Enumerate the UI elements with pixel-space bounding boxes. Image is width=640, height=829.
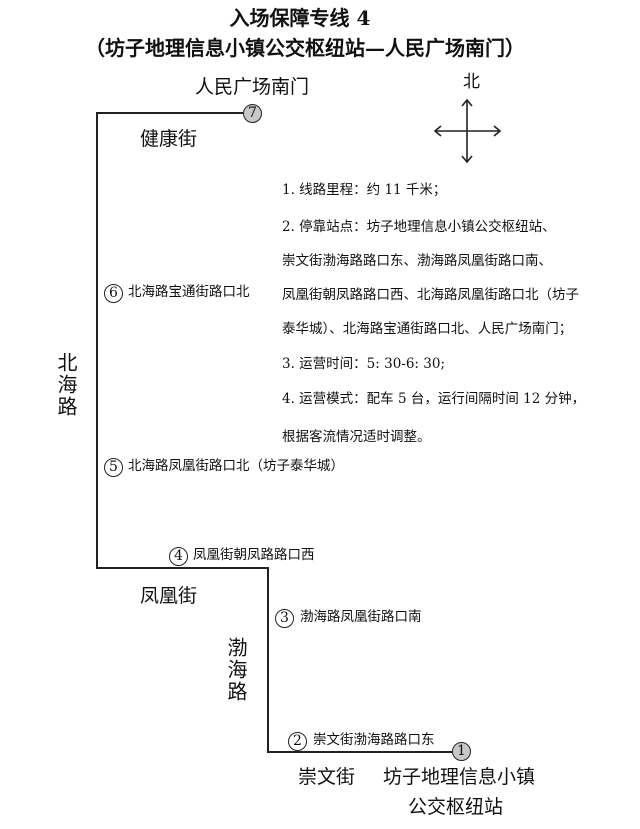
stop-3-label: 渤海路凤凰街路口南: [300, 609, 422, 625]
stop-1-marker: 1: [452, 742, 471, 761]
info-line: 根据客流情况适时调整。: [282, 429, 431, 445]
street-jiankang: 健康街: [140, 128, 198, 150]
info-line: 3. 运营时间：5: 30-6: 30;: [282, 356, 445, 372]
title-line2: （坊子地理信息小镇公交枢纽站—人民广场南门）: [85, 36, 525, 60]
stop-5-marker: 5: [104, 458, 123, 477]
stop-3-marker: 3: [275, 609, 294, 628]
north-label: 北: [463, 72, 480, 92]
stop-4-label: 凤凰街朝凤路路口西: [193, 547, 315, 563]
street-beihai: 北海路: [54, 352, 78, 418]
info-line: 4. 运营模式：配车 5 台，运行间隔时间 12 分钟，: [282, 391, 586, 407]
stop-6-marker: 6: [104, 284, 123, 303]
route-path: [96, 112, 452, 753]
stop-7-marker: 7: [243, 104, 262, 123]
stop-6-label: 北海路宝通街路口北: [128, 284, 250, 300]
stop-2-marker: 2: [288, 732, 307, 751]
stop-5-label: 北海路凤凰街路口北（坊子泰华城）: [128, 458, 344, 474]
terminal-start-line2: 公交枢纽站: [408, 796, 504, 818]
stop-4-marker: 4: [169, 547, 188, 566]
info-line: 2. 停靠站点：坊子地理信息小镇公交枢纽站、: [282, 219, 556, 235]
info-line: 崇文街渤海路路口东、渤海路凤凰街路口南、: [282, 253, 552, 269]
info-line: 泰华城）、北海路宝通街路口北、人民广场南门；: [282, 321, 573, 337]
info-line: 1. 线路里程：约 11 千米；: [282, 182, 447, 198]
terminal-start-line1: 坊子地理信息小镇: [383, 766, 536, 788]
street-chongwen: 崇文街: [298, 766, 356, 788]
stop-2-label: 崇文街渤海路路口东: [313, 732, 435, 748]
compass-icon: [433, 98, 502, 164]
info-line: 凤凰街朝凤路路口西、北海路凤凰街路口北（坊子: [282, 287, 579, 303]
street-fenghuang: 凤凰街: [140, 585, 198, 607]
terminal-end-label: 人民广场南门: [195, 76, 310, 98]
title-line1: 入场保障专线 4: [229, 6, 371, 30]
street-bohai: 渤海路: [224, 637, 248, 703]
